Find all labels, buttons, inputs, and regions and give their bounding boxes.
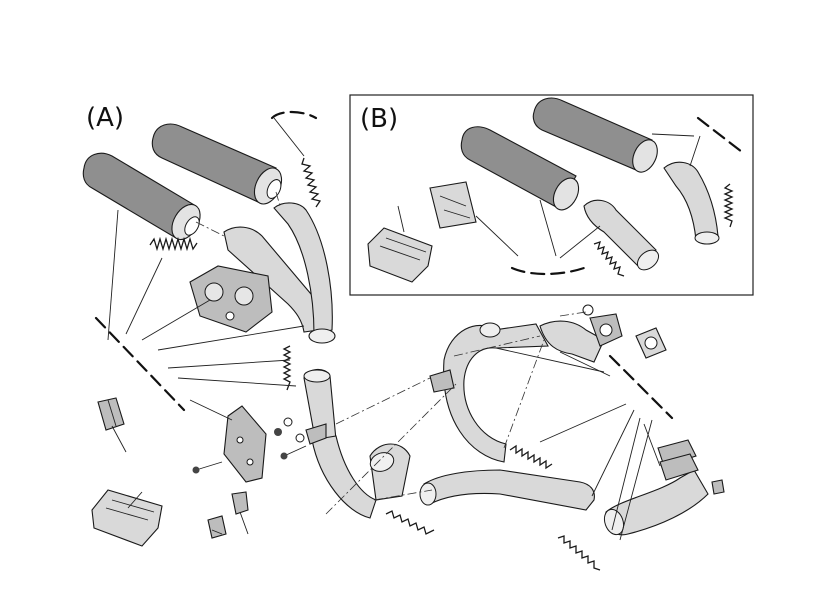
connector-plug-a [97,397,125,431]
leaders-b [397,133,701,259]
spring-a2 [301,157,322,208]
heat-shield-bracket [223,405,267,483]
collector [369,443,411,501]
bracket-top-a [270,110,318,120]
bracket-group-b-bottom [510,266,586,276]
spring-c3 [557,535,601,571]
rear-header-lower [603,439,725,536]
front-header-pipe [303,368,377,519]
silencer-a-front [82,152,201,241]
group-label-a: (A) [86,103,124,133]
link-pipes-a [223,202,336,344]
silencer-b-rear [532,97,658,173]
group-label-b: (B) [360,104,398,134]
mounting-plate-a [189,265,273,333]
spring-b1 [593,240,625,277]
spring-a1 [149,236,198,252]
cover-a [91,489,163,547]
cover-b [367,227,433,283]
leaders-a [107,117,305,535]
spring-c1 [509,444,553,470]
link-pipes-b [583,161,720,271]
leaders-right [495,347,661,541]
bracket-group-b-right [696,116,744,154]
gasket [635,327,667,359]
group-b-frame [349,94,754,296]
bracket-group-a [94,316,186,412]
mounting-plate-b [429,181,477,229]
rear-header-upper [429,304,623,463]
alignment-lines [195,191,587,515]
bolts [192,417,307,474]
spring-b2 [723,183,734,228]
bracket-group-right [608,354,674,420]
clips [207,491,249,539]
silencer-a-rear [151,123,283,205]
spring-c2 [385,510,435,535]
silencer-b-front [460,126,580,211]
lower-link-pipe [419,469,595,511]
spring-a3 [282,345,292,391]
